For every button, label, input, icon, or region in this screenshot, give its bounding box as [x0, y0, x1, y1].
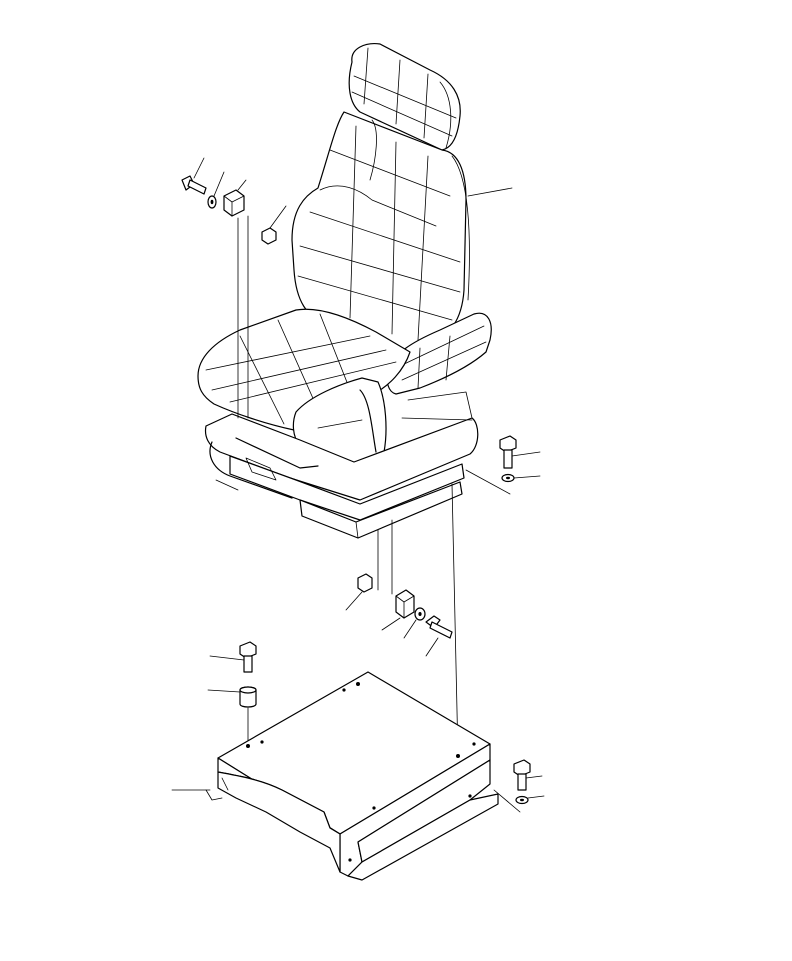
mount-hole — [246, 744, 250, 748]
spacer-icon — [223, 179, 247, 217]
bolt-icon — [513, 759, 543, 791]
mount-hole — [468, 794, 472, 798]
lower-right-fasteners — [493, 759, 545, 813]
mount-hole — [372, 806, 376, 810]
washer-icon — [403, 607, 426, 639]
right-fasteners — [465, 435, 541, 495]
seat-suspension-base — [204, 391, 479, 539]
axis-line — [493, 789, 521, 813]
spacer-icon — [207, 686, 257, 708]
seat-mount-bracket — [171, 671, 499, 881]
mount-hole — [356, 682, 360, 686]
seat-assembly — [197, 43, 513, 539]
seat-side-panel — [292, 377, 387, 467]
nut-icon — [261, 205, 287, 245]
middle-fasteners — [345, 483, 459, 757]
headrest — [348, 43, 461, 151]
bolt-icon — [209, 641, 257, 673]
mount-hole — [342, 688, 346, 692]
axis-line — [451, 483, 459, 757]
leader-line-seat — [467, 187, 513, 197]
lower-left-fasteners — [207, 641, 257, 743]
bolt-icon — [425, 615, 453, 657]
washer-icon — [207, 171, 225, 209]
nut-icon — [345, 573, 373, 611]
axis-line — [465, 469, 511, 495]
mount-hole — [348, 858, 352, 862]
upper-left-fasteners — [181, 157, 287, 419]
armrest — [386, 312, 492, 395]
washer-icon — [501, 473, 541, 483]
spacer-icon — [381, 589, 415, 631]
washer-icon — [515, 795, 545, 805]
mount-hole — [472, 742, 476, 746]
bolt-icon — [181, 157, 207, 195]
mount-hole — [456, 754, 460, 758]
bolt-icon — [499, 435, 541, 469]
mount-hole — [260, 740, 264, 744]
